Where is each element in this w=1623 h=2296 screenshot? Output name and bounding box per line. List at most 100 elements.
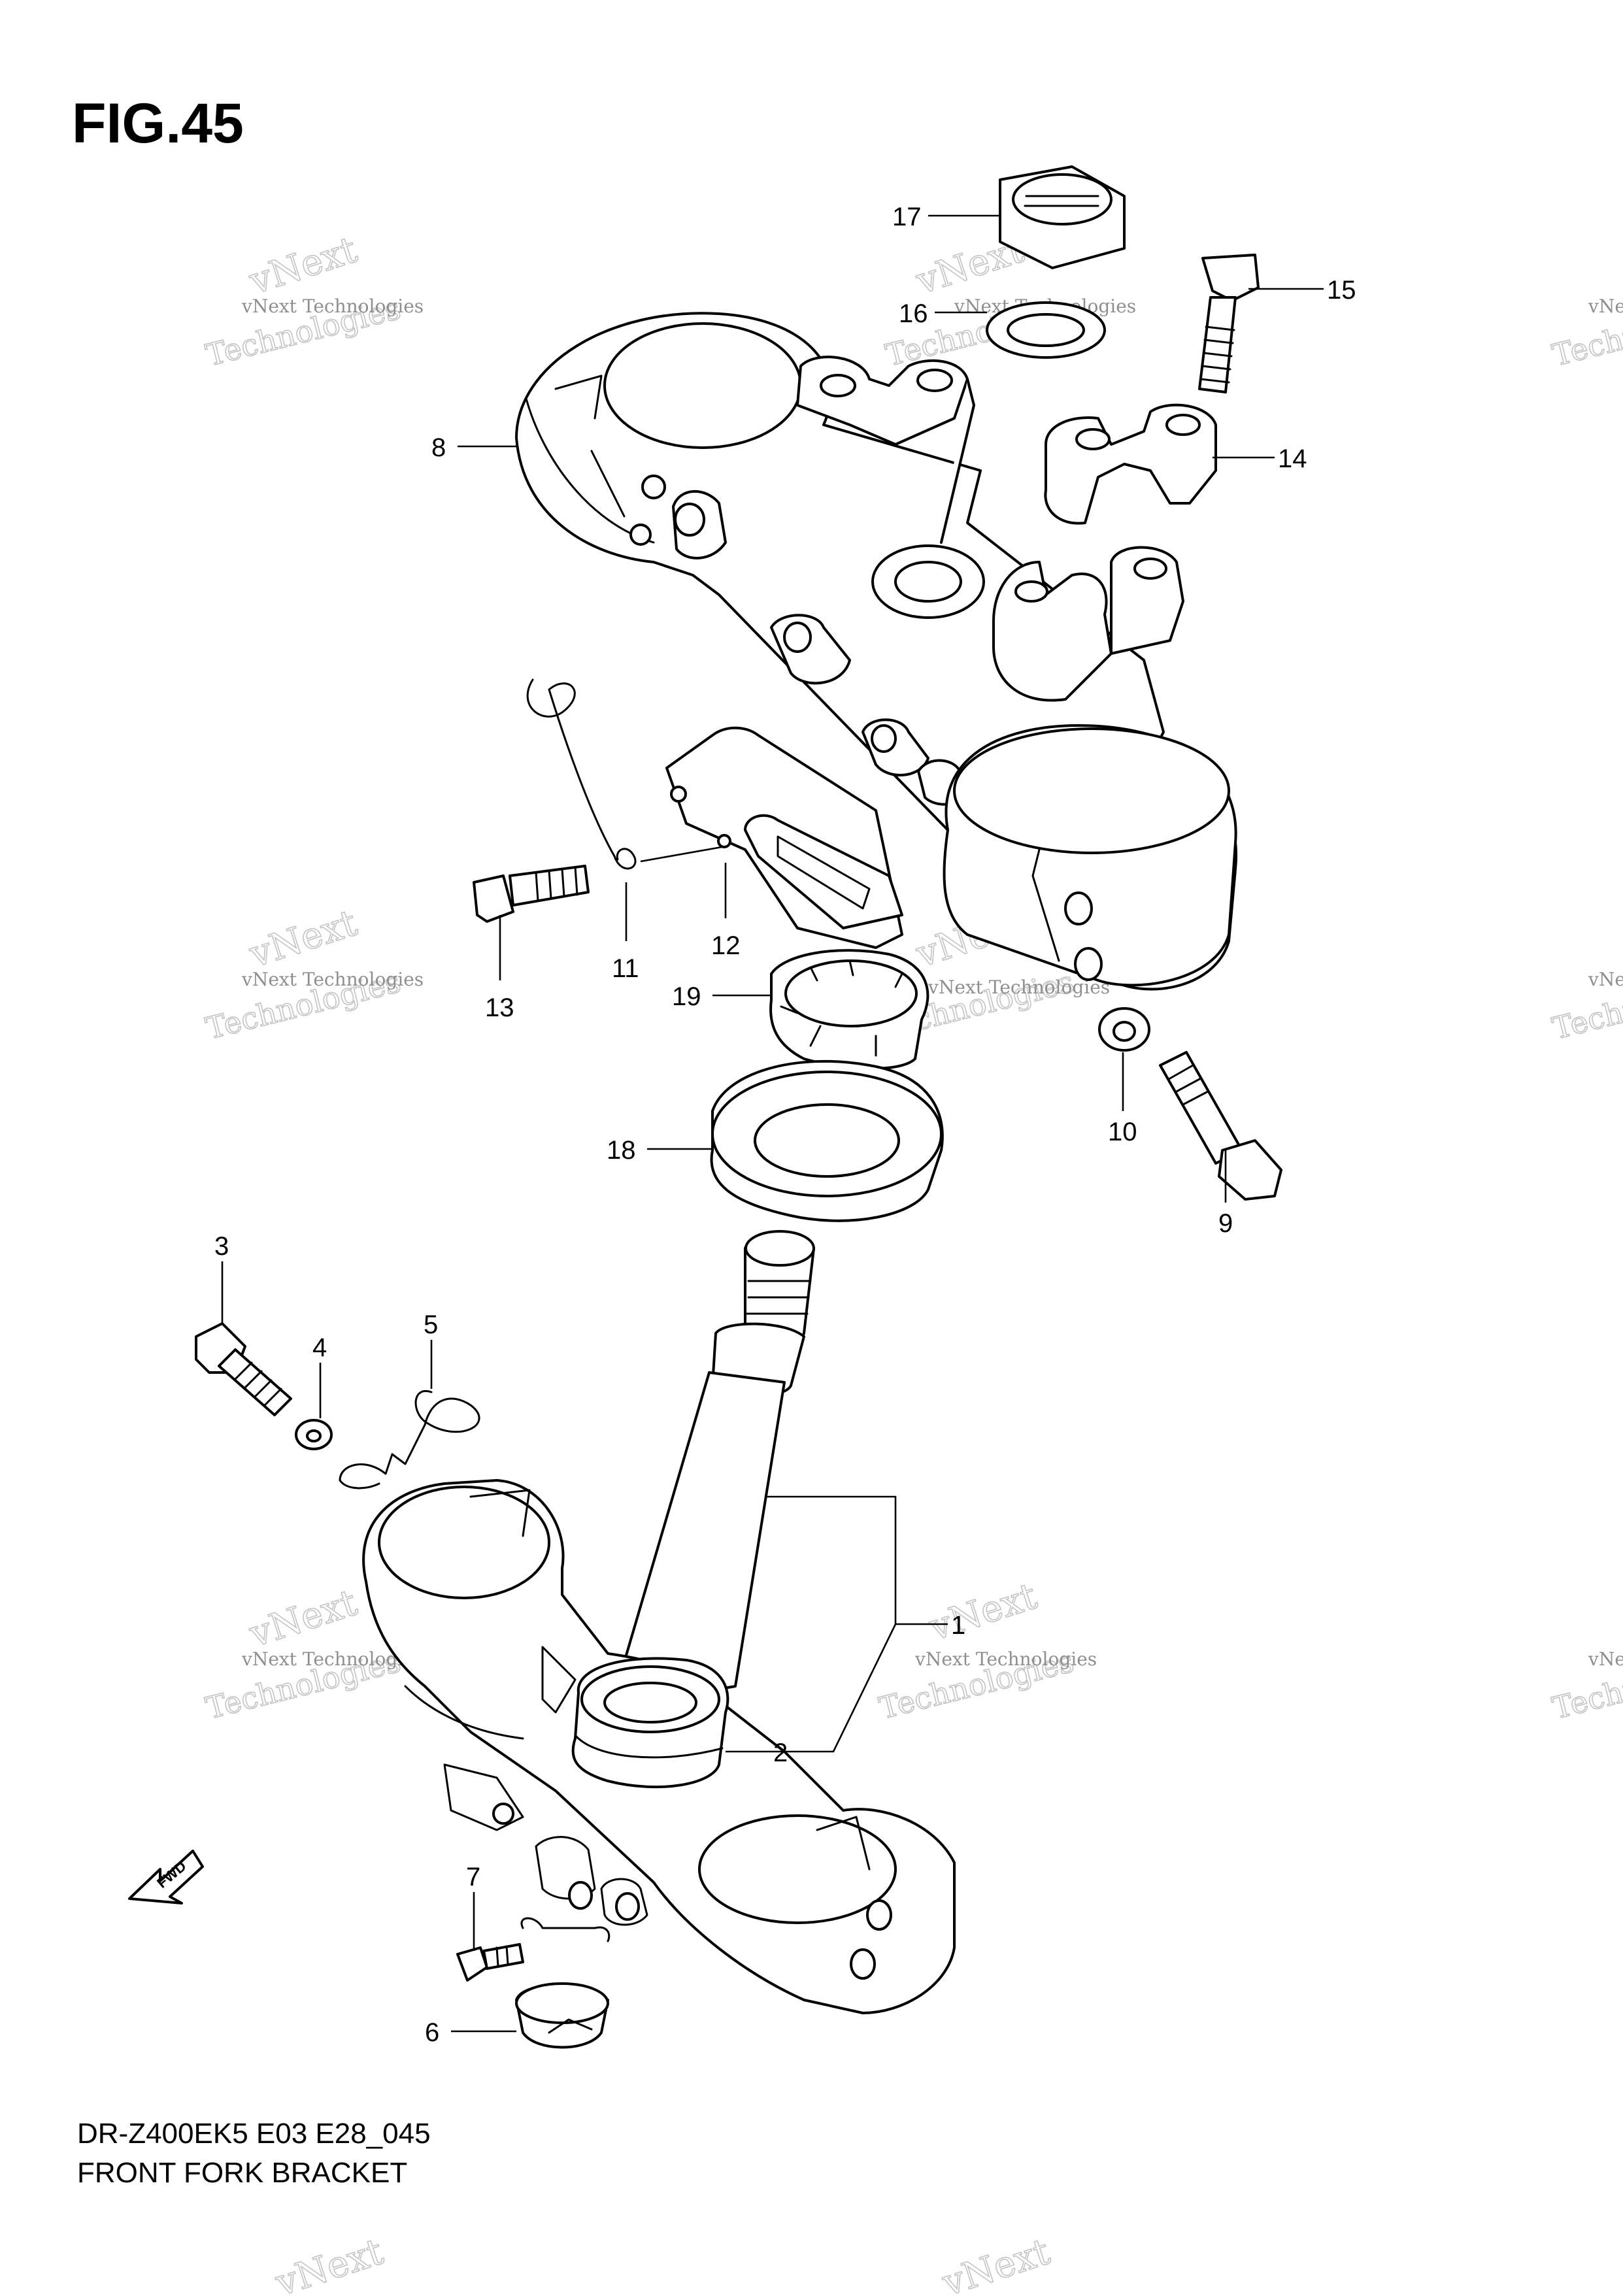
watermark-right-edge-middle: vNext Technologies Technologies — [1548, 963, 1623, 1047]
upper-handlebar-holder — [1044, 403, 1217, 525]
brake-hose-bolt-shank — [218, 1348, 292, 1416]
stem-nut-bore — [1012, 173, 1113, 225]
hose-guide-bolt-head — [456, 1946, 488, 1982]
right-clamp-bolt-hole-upper — [1064, 891, 1093, 925]
left-clamp-bolt-hole-upper — [641, 474, 666, 499]
left-fork-clamp-bore — [603, 322, 802, 449]
cable-guide-bolt-shank — [509, 865, 590, 907]
lower-right-bolt-hole-lower — [850, 1948, 876, 1980]
stem-washer — [986, 301, 1106, 359]
callout-18: 18 — [607, 1136, 636, 1165]
lower-bracket-hole — [492, 1803, 514, 1825]
callout-19: 19 — [672, 982, 701, 1011]
watermark-text: vNext Technologies — [241, 295, 424, 317]
holder-bolt-thread — [1199, 325, 1235, 384]
lower-right-bolt-hole-upper — [866, 1899, 892, 1931]
callout-labels: 17 16 15 14 8 11 12 13 19 18 10 9 3 4 5 … — [214, 203, 1356, 2047]
model-code: DR-Z400EK5 E03 E28_045 — [77, 2118, 431, 2150]
callout-4: 4 — [312, 1333, 327, 1362]
hose-guide-bolt — [456, 1917, 611, 1982]
callout-15: 15 — [1327, 276, 1356, 305]
stem-nut — [999, 165, 1126, 269]
callout-17: 17 — [892, 203, 922, 231]
watermark-top-left: vNext Technologies vNext Technologies — [202, 228, 424, 374]
callout-1: 1 — [951, 1611, 965, 1640]
forward-direction-arrow: FWD — [128, 1850, 204, 1905]
lock-nut-slots — [780, 959, 903, 1057]
lower-bracket-boss-hole-2 — [615, 1892, 640, 1921]
hose-band — [515, 1982, 609, 2049]
upper-holder-hole-left — [1075, 428, 1111, 450]
left-clamp-slit — [554, 374, 603, 420]
lower-bracket-boss-hole — [568, 1881, 593, 1910]
callout-12: 12 — [711, 931, 741, 960]
callout-2: 2 — [773, 1739, 788, 1767]
cable-guide-bolt-thread — [535, 866, 578, 902]
lower-bearing-edge — [574, 1734, 724, 1759]
stem-top-end — [745, 1230, 815, 1267]
upper-fork-bracket — [515, 312, 1238, 991]
callout-16: 16 — [899, 299, 928, 328]
leader-1 — [765, 1495, 948, 1625]
hose-band-opening — [515, 1982, 609, 2024]
wire-clip — [526, 678, 637, 870]
steering-stem-lower-bracket — [362, 1230, 956, 2014]
center-lug-hole-right — [916, 369, 953, 392]
callout-7: 7 — [466, 1863, 480, 1891]
watermark-middle-left: vNext Technologies vNext Technologies — [202, 901, 424, 1047]
center-lug-hole-left — [820, 374, 856, 397]
left-clamp-slit-2 — [590, 450, 626, 518]
upper-holder-hole-right — [1165, 414, 1201, 436]
leader-2-link — [758, 1623, 897, 1753]
watermark-text: vNext Technologies — [1588, 295, 1623, 317]
lower-bracket-boss-2 — [600, 1878, 648, 1926]
watermark-bottom-cut: vNext vNext — [269, 2230, 1056, 2296]
callout-8: 8 — [431, 433, 446, 462]
callout-5: 5 — [424, 1310, 438, 1339]
callout-10: 10 — [1108, 1118, 1137, 1146]
brake-hose-washer-inner — [306, 1429, 322, 1442]
watermark-text: vNext Technologies — [241, 969, 424, 990]
watermark-right-edge-top: vNext Technologies Technologies — [1548, 290, 1623, 374]
watermark-word-vnext: vNext — [937, 2230, 1055, 2296]
fwd-arrow-icon — [128, 1850, 204, 1905]
left-clamp-bolt-hole-lower — [629, 524, 652, 546]
cable-guide-bolt-head — [473, 874, 514, 923]
cable-guide-channel — [744, 814, 903, 929]
lower-mount-boss-hole — [871, 724, 897, 753]
lower-holder-hole-left — [1014, 580, 1048, 603]
cable-guide-bolt — [473, 865, 590, 923]
brake-hose-clamp — [339, 1389, 480, 1489]
callout-13: 13 — [485, 993, 514, 1022]
lower-bracket-edge — [404, 1685, 524, 1740]
lower-left-fork-bore — [378, 1486, 550, 1599]
lower-left-clamp-slit — [469, 1489, 531, 1537]
cable-guide-bracket — [665, 726, 903, 949]
clamp-washer-inner — [1113, 1021, 1136, 1042]
callout-14: 14 — [1278, 444, 1307, 473]
clamp-bolt-thread — [1169, 1064, 1209, 1106]
right-clamp-bolt-hole-lower — [1074, 947, 1103, 981]
center-mount-boss-hole — [783, 622, 812, 653]
lock-nut-bore — [784, 959, 918, 1027]
clamp-bolt-head — [1218, 1139, 1282, 1201]
watermark-word-vnext: vNext — [924, 1574, 1042, 1649]
stem-thread-lines — [746, 1280, 812, 1315]
figure-title: FIG.45 — [72, 92, 244, 155]
wire-clip-spring — [526, 678, 637, 870]
left-clamp-shading — [525, 397, 655, 544]
watermark-text: vNext Technologies — [928, 976, 1110, 998]
stem-washer-inner — [1007, 313, 1085, 347]
watermark-text: vNext Technologies — [914, 1648, 1097, 1670]
right-fork-clamp-bore — [953, 727, 1230, 854]
callout-3: 3 — [214, 1232, 229, 1261]
leader-lines — [221, 214, 1324, 2033]
steering-bearing — [710, 1059, 944, 1222]
lower-bracket-lug — [541, 1646, 577, 1714]
lower-right-fork-bore — [698, 1814, 897, 1924]
watermark-word-vnext: vNext — [270, 2230, 388, 2296]
left-mount-boss-hole — [674, 503, 705, 537]
watermark-right-edge-lower: vNext Technologies Technologies — [1548, 1643, 1623, 1727]
lower-holder-hole-right — [1133, 557, 1167, 580]
